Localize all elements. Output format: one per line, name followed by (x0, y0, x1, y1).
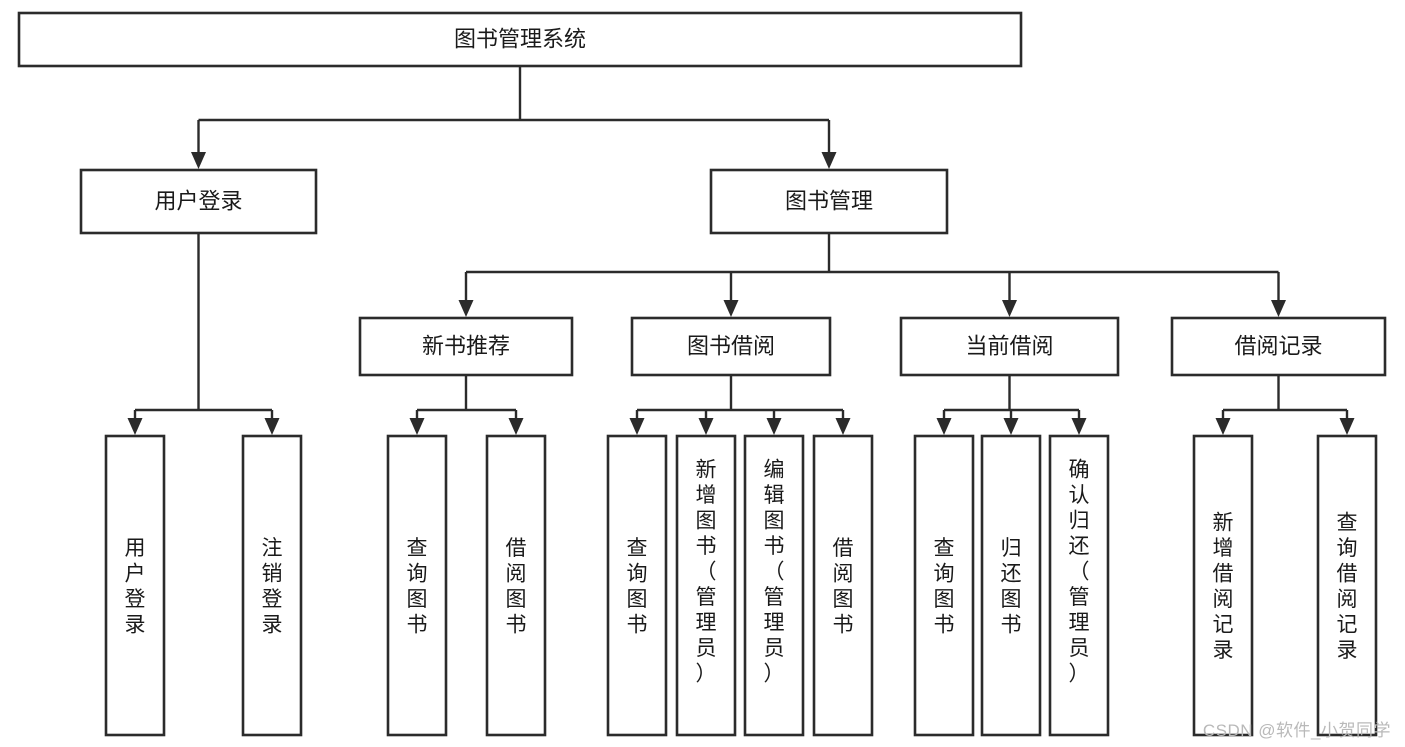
node-return-book[interactable]: 归还图书 (980, 434, 1042, 737)
node-box (980, 434, 1042, 737)
arrow-head-icon (264, 418, 280, 435)
node-box (104, 434, 166, 737)
node-new-book-rec[interactable]: 新书推荐 (358, 316, 574, 377)
node-add-borrow-record[interactable]: 新增借阅记录 (1192, 434, 1254, 737)
node-label: 图书借阅 (687, 333, 775, 358)
arrow-head-icon (409, 418, 425, 435)
node-box (675, 434, 737, 737)
arrow-head-icon (127, 418, 143, 435)
node-current-borrow[interactable]: 当前借阅 (899, 316, 1120, 377)
node-confirm-return-admin[interactable]: 确认归还（管理员） (1048, 434, 1110, 737)
node-box (386, 434, 448, 737)
arrow-head-icon (1002, 300, 1017, 317)
node-query-book-1[interactable]: 查询图书 (386, 434, 448, 737)
node-edit-book-admin[interactable]: 编辑图书（管理员） (743, 434, 805, 737)
node-user-login[interactable]: 用户登录 (79, 168, 318, 235)
node-box (812, 434, 874, 737)
node-query-borrow-record[interactable]: 查询借阅记录 (1316, 434, 1378, 737)
node-box (913, 434, 975, 737)
node-label: 借阅记录 (1234, 333, 1322, 358)
arrow-head-icon (698, 418, 714, 435)
node-box (17, 11, 1023, 68)
node-box (1048, 434, 1110, 737)
watermark-text: CSDN @软件_小贺同学 (1202, 721, 1391, 740)
node-box (899, 316, 1120, 377)
node-label: 新增图书（管理员） (696, 458, 717, 685)
arrow-head-icon (835, 418, 851, 435)
node-user-logout[interactable]: 注销登录 (241, 434, 303, 737)
node-box (606, 434, 668, 737)
node-query-book-2[interactable]: 查询图书 (606, 434, 668, 737)
node-label: 借阅图书 (833, 537, 854, 637)
node-box (485, 434, 547, 737)
node-label: 用户登录 (154, 188, 242, 213)
node-label: 归还图书 (1001, 537, 1022, 637)
node-box (1316, 434, 1378, 737)
node-box (1192, 434, 1254, 737)
node-label: 查询图书 (627, 537, 648, 637)
node-book-borrow[interactable]: 图书借阅 (630, 316, 832, 377)
node-label: 查询借阅记录 (1337, 511, 1358, 662)
arrow-head-icon (1339, 418, 1355, 435)
node-user-login-do[interactable]: 用户登录 (104, 434, 166, 737)
arrow-head-icon (508, 418, 524, 435)
node-box (79, 168, 318, 235)
connectors-layer (127, 66, 1355, 435)
node-box (630, 316, 832, 377)
node-box (241, 434, 303, 737)
node-box (743, 434, 805, 737)
arrow-head-icon (1003, 418, 1019, 435)
arrow-head-icon (766, 418, 782, 435)
node-label: 新增借阅记录 (1213, 511, 1234, 662)
node-borrow-record[interactable]: 借阅记录 (1170, 316, 1387, 377)
node-box (358, 316, 574, 377)
node-label: 查询图书 (934, 537, 955, 637)
node-book-manage[interactable]: 图书管理 (709, 168, 949, 235)
arrow-head-icon (1071, 418, 1087, 435)
node-label: 确认归还（管理员） (1069, 458, 1090, 685)
node-label: 编辑图书（管理员） (764, 458, 785, 685)
node-add-book-admin[interactable]: 新增图书（管理员） (675, 434, 737, 737)
node-query-book-3[interactable]: 查询图书 (913, 434, 975, 737)
node-label: 图书管理系统 (454, 26, 586, 51)
arrow-head-icon (629, 418, 645, 435)
node-box (709, 168, 949, 235)
arrow-head-icon (191, 152, 206, 169)
node-root[interactable]: 图书管理系统 (17, 11, 1023, 68)
arrow-head-icon (723, 300, 739, 317)
arrow-head-icon (936, 418, 952, 435)
node-label: 借阅图书 (506, 537, 527, 637)
arrow-head-icon (1215, 418, 1231, 435)
arrow-head-icon (1271, 300, 1286, 317)
node-box (1170, 316, 1387, 377)
node-borrow-book-1[interactable]: 借阅图书 (485, 434, 547, 737)
node-label: 当前借阅 (965, 333, 1053, 358)
arrow-head-icon (821, 152, 837, 169)
arrow-head-icon (458, 300, 474, 317)
node-label: 用户登录 (125, 537, 146, 637)
node-label: 新书推荐 (422, 333, 510, 358)
node-label: 图书管理 (785, 188, 873, 213)
node-label: 注销登录 (262, 537, 283, 637)
node-label: 查询图书 (407, 537, 428, 637)
node-borrow-book-2[interactable]: 借阅图书 (812, 434, 874, 737)
